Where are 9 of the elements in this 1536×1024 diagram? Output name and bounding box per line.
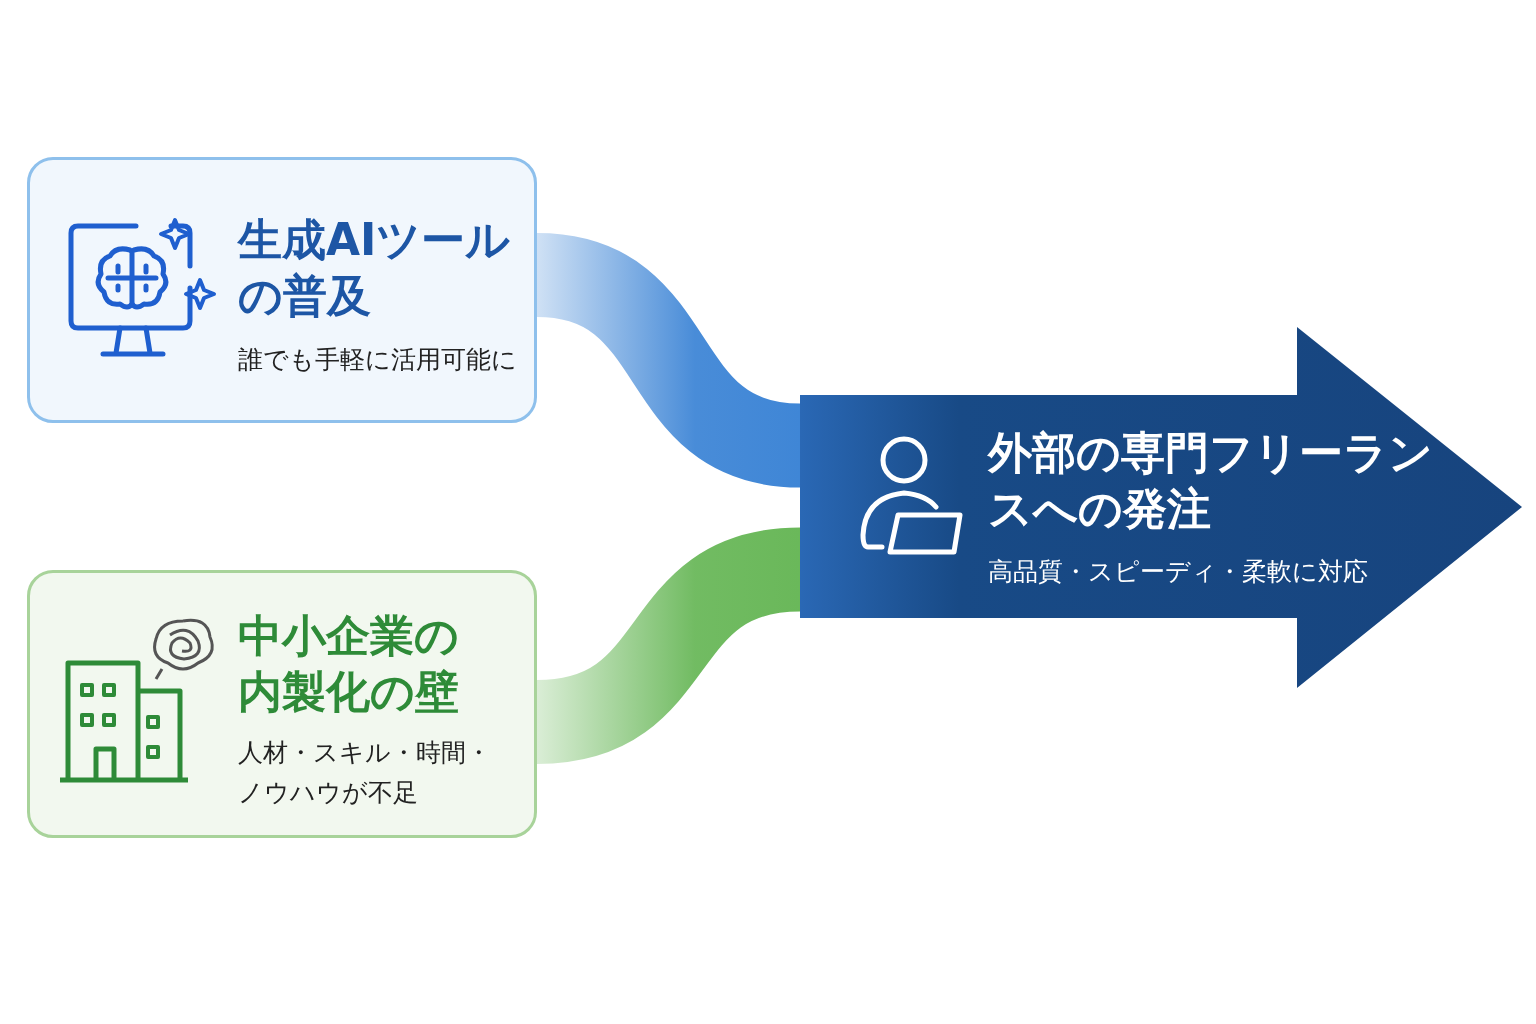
card bbox=[27, 570, 537, 838]
block-arrow bbox=[800, 327, 1522, 688]
card-title: 生成AIツールの普及 bbox=[238, 213, 512, 323]
card bbox=[27, 157, 537, 423]
card-text: 人材・スキル・時間・ノウハウが不足 bbox=[238, 737, 492, 809]
card-text: 誰でも手軽に活用可能に bbox=[238, 344, 518, 376]
card-title: 中小企業の内製化の壁 bbox=[238, 609, 460, 719]
card-title: 外部の専門フリーランスへの発注 bbox=[988, 426, 1434, 536]
card-text: 高品質・スピーディ・柔軟に対応 bbox=[988, 556, 1369, 588]
